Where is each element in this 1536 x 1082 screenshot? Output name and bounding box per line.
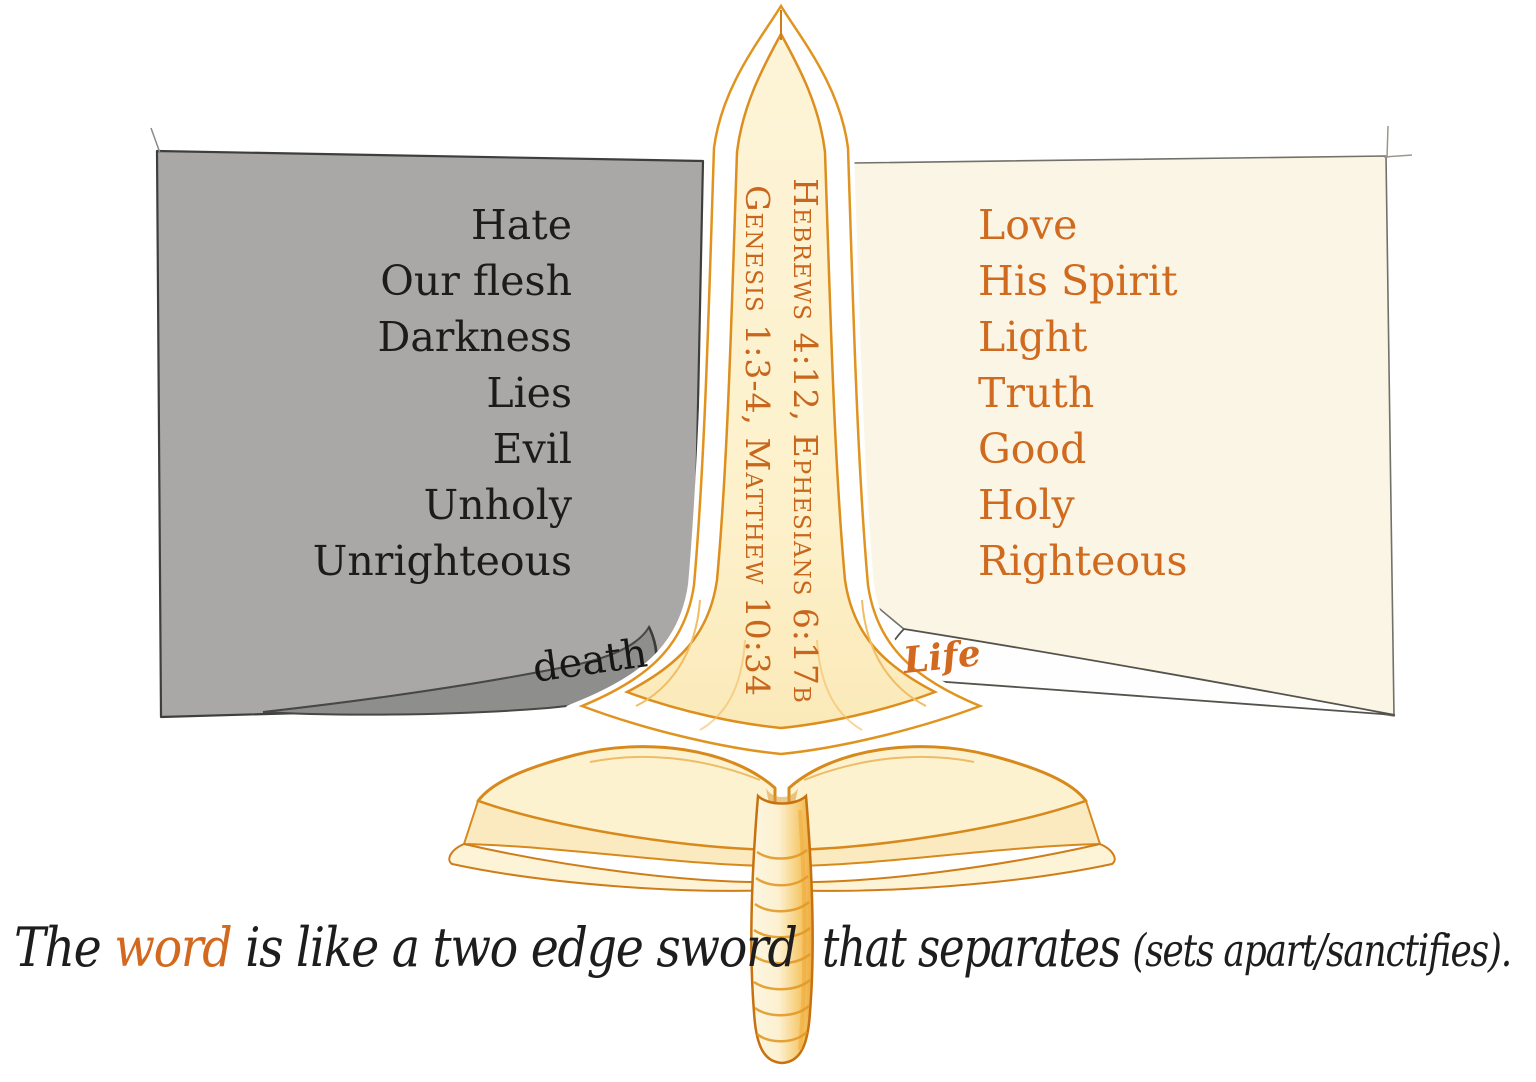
death-word: Hate (471, 201, 572, 249)
life-word: Righteous (978, 537, 1188, 585)
open-book (448, 745, 1116, 892)
life-page-fold (875, 628, 1396, 716)
death-word: Darkness (377, 313, 572, 361)
caption-right: that separates (sets apart/sanctifies). (822, 916, 1512, 979)
sketch-overshoot-right (1383, 125, 1413, 159)
handle-wrap-lines (753, 848, 811, 1043)
death-word: Unrighteous (312, 537, 572, 585)
death-word: Evil (492, 425, 572, 473)
death-word-list: Hate Our flesh Darkness Lies Evil Unholy… (220, 197, 572, 589)
life-word-list: Love His Spirit Light Truth Good Holy Ri… (978, 197, 1338, 589)
death-word: Unholy (423, 481, 572, 529)
sketch-overshoot-left (150, 127, 161, 154)
blade-flare-streaks (635, 599, 927, 731)
life-word: Holy (978, 481, 1075, 529)
sword-handle (749, 793, 815, 1065)
caption-rest-left: is like a two edge sword (245, 916, 798, 979)
caption-lead: The (14, 916, 102, 979)
life-word: His Spirit (978, 257, 1178, 305)
life-word: Love (978, 201, 1078, 249)
scripture-reference: Genesis 1:3-4, Matthew 10:34 (738, 185, 777, 697)
life-word: Light (978, 313, 1088, 361)
life-word: Good (978, 425, 1087, 473)
death-word: Our flesh (380, 257, 572, 305)
caption-highlight-word: word (114, 916, 232, 979)
caption-left: The word is like a two edge sword (14, 916, 798, 979)
blade-scripture-references: Hebrews 4:12, Ephesians 6:17b Genesis 1:… (733, 174, 829, 708)
death-word: Lies (486, 369, 572, 417)
life-word: Truth (978, 369, 1095, 417)
caption-paren: (sets apart/sanctifies). (1132, 924, 1512, 977)
caption-rest-right: that separates (822, 916, 1121, 979)
scripture-reference: Hebrews 4:12, Ephesians 6:17b (786, 178, 825, 704)
sword-blade-face (623, 31, 939, 730)
